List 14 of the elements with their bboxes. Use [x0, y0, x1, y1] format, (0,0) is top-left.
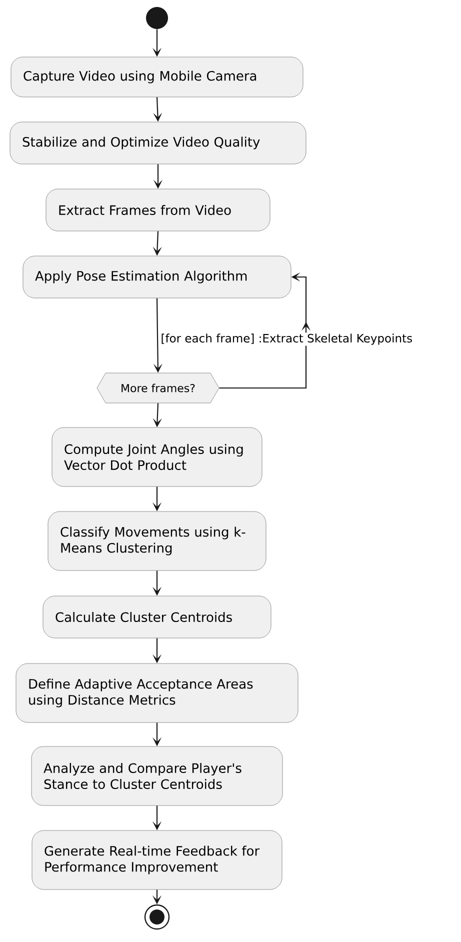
activity-box: Compute Joint Angles using Vector Dot Product	[52, 427, 262, 487]
activity-box: Extract Frames from Video	[46, 188, 270, 232]
decision-hexagon: More frames?	[96, 372, 220, 404]
activity-box: Stabilize and Optimize Video Quality	[10, 122, 306, 164]
activity-box: Calculate Cluster Centroids	[42, 596, 272, 638]
activity-box: Define Adaptive Acceptance Areas using Distance Metrics	[16, 663, 298, 723]
activity-box: Capture Video using Mobile Camera	[10, 56, 304, 98]
activity-box: Apply Pose Estimation Algorithm	[22, 256, 292, 298]
activity-box: Analyze and Compare Player's Stance to Cluster Centroids	[31, 746, 283, 806]
edge-label: [for each frame] :Extract Skeletal Keypoints	[160, 332, 414, 346]
activity-box: Classify Movements using k-Means Clustering	[48, 511, 266, 571]
activity-box: Generate Real-time Feedback for Performance Improvement	[32, 830, 282, 890]
end-node	[144, 904, 170, 930]
start-node	[146, 7, 168, 29]
